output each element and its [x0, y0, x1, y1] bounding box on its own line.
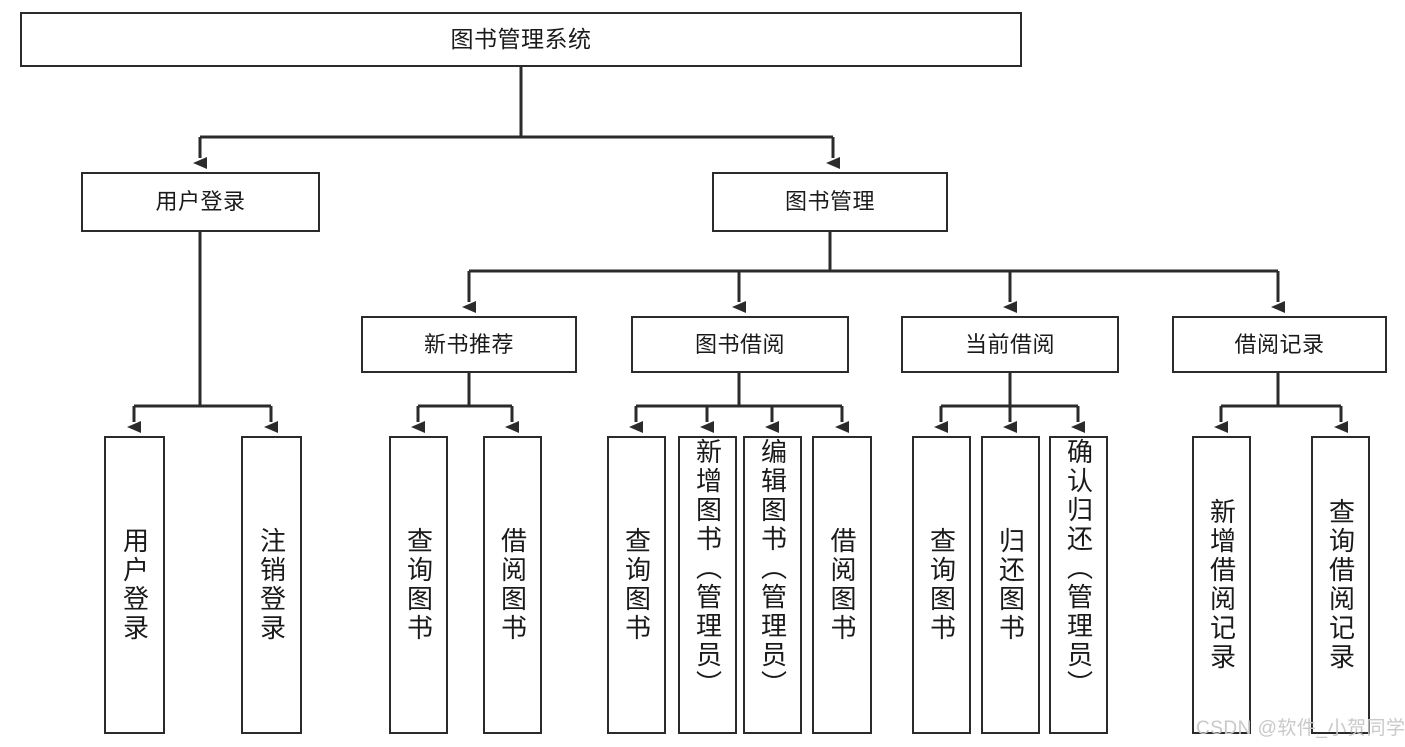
node-user-login-label: 用户登录: [155, 189, 246, 215]
node-leaf-query-record-label: 查询借阅记录: [1325, 498, 1356, 672]
node-current-borrow[interactable]: 当前借阅: [901, 316, 1119, 373]
node-leaf-return-book-label: 归还图书: [995, 527, 1026, 643]
node-leaf-user-login-label: 用户登录: [119, 527, 150, 643]
node-leaf-logout-label: 注销登录: [256, 527, 287, 643]
node-leaf-confirm-return-label: 确认归还（管理员）: [1063, 438, 1094, 699]
node-book-borrow-label: 图书借阅: [694, 331, 785, 357]
csdn-watermark: CSDN @软件_小贺同学: [1196, 718, 1405, 739]
node-leaf-add-record-label: 新增借阅记录: [1206, 498, 1237, 672]
node-leaf-confirm-return[interactable]: 确认归还（管理员）: [1049, 436, 1108, 734]
node-leaf-query-book-2[interactable]: 查询图书: [607, 436, 666, 734]
node-leaf-borrow-book-2-label: 借阅图书: [827, 527, 857, 643]
node-leaf-query-book-2-label: 查询图书: [621, 527, 652, 643]
node-leaf-add-book-label: 新增图书（管理员）: [692, 438, 723, 699]
node-leaf-return-book[interactable]: 归还图书: [981, 436, 1040, 734]
node-leaf-add-book[interactable]: 新增图书（管理员）: [678, 436, 737, 734]
node-leaf-query-book-3[interactable]: 查询图书: [912, 436, 971, 734]
node-leaf-query-book-3-label: 查询图书: [926, 527, 957, 643]
node-root-label: 图书管理系统: [450, 25, 592, 52]
node-book-manage[interactable]: 图书管理: [712, 172, 948, 232]
node-borrow-record[interactable]: 借阅记录: [1172, 316, 1387, 373]
node-user-login[interactable]: 用户登录: [81, 172, 320, 232]
node-new-book-recommend[interactable]: 新书推荐: [361, 316, 577, 373]
node-leaf-borrow-book-2[interactable]: 借阅图书: [812, 436, 872, 734]
node-leaf-query-book-1[interactable]: 查询图书: [389, 436, 448, 734]
node-leaf-borrow-book-1-label: 借阅图书: [497, 527, 528, 643]
node-leaf-edit-book-label: 编辑图书（管理员）: [757, 438, 788, 699]
node-borrow-record-label: 借阅记录: [1234, 331, 1325, 357]
node-leaf-logout[interactable]: 注销登录: [241, 436, 302, 734]
node-book-borrow[interactable]: 图书借阅: [631, 316, 849, 373]
node-new-book-recommend-label: 新书推荐: [423, 331, 514, 357]
node-leaf-borrow-book-1[interactable]: 借阅图书: [483, 436, 542, 734]
node-leaf-add-record[interactable]: 新增借阅记录: [1192, 436, 1251, 734]
node-book-manage-label: 图书管理: [784, 189, 875, 215]
node-leaf-query-record[interactable]: 查询借阅记录: [1311, 436, 1370, 734]
node-leaf-edit-book[interactable]: 编辑图书（管理员）: [743, 436, 802, 734]
node-root[interactable]: 图书管理系统: [20, 12, 1022, 67]
node-leaf-user-login[interactable]: 用户登录: [104, 436, 165, 734]
node-leaf-query-book-1-label: 查询图书: [403, 527, 434, 643]
node-current-borrow-label: 当前借阅: [964, 331, 1055, 357]
